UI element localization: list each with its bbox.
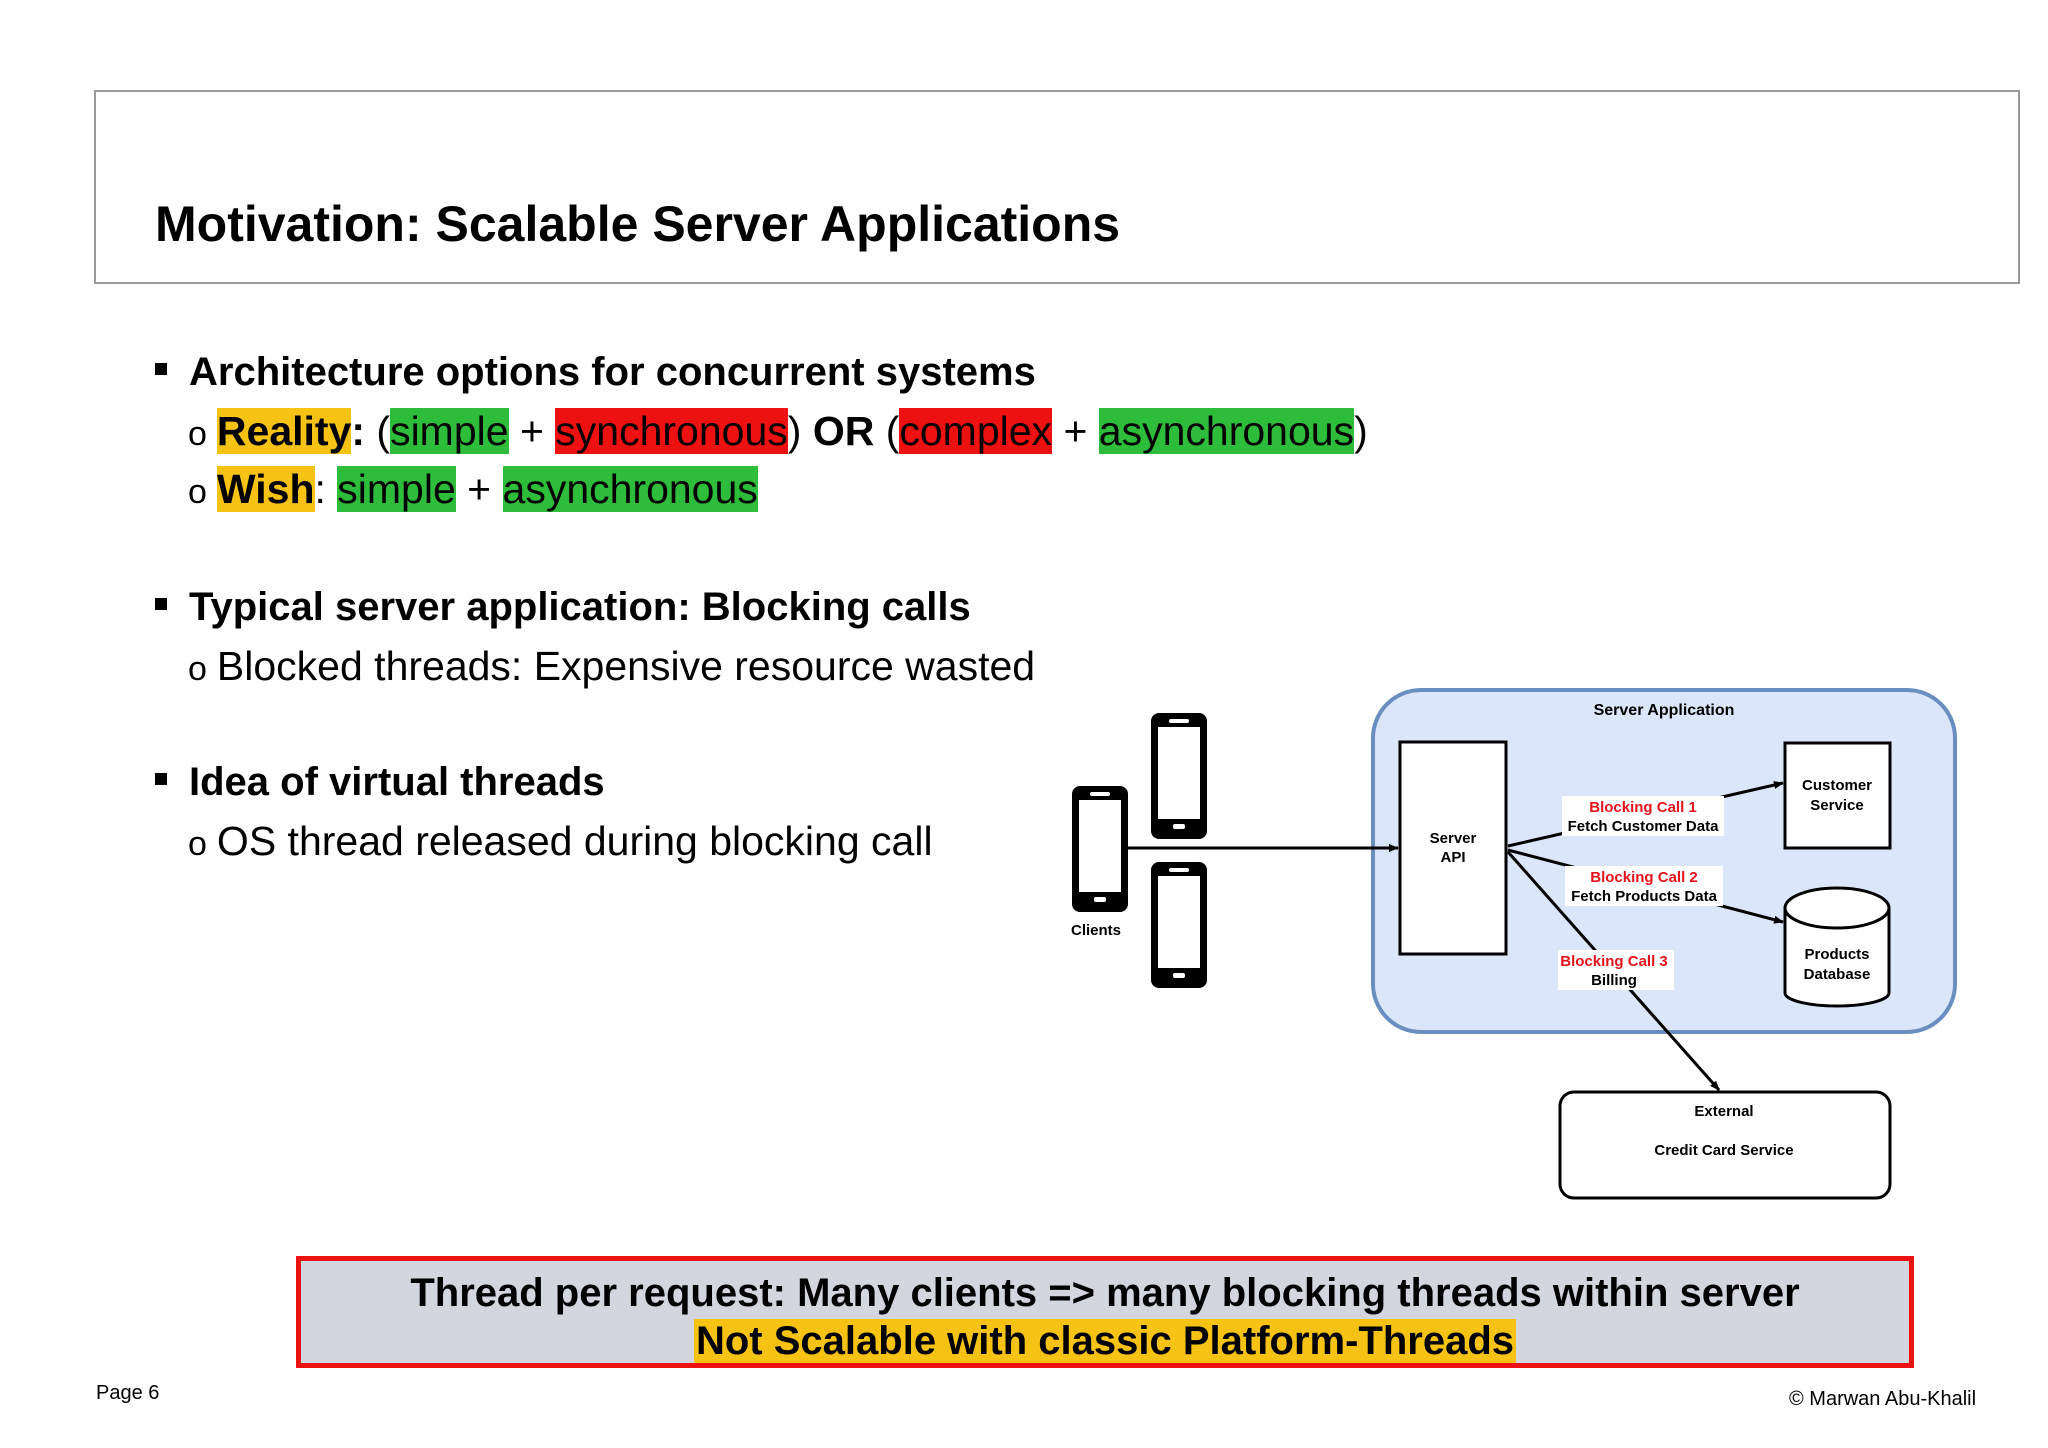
- bullet-virtual-threads: Idea of virtual threads: [155, 760, 605, 805]
- external-label: External: [1694, 1103, 1753, 1120]
- call2-desc: Fetch Products Data: [1571, 888, 1718, 905]
- products-database-line1: Products: [1804, 946, 1869, 963]
- circle-bullet-icon: o: [188, 473, 207, 511]
- paren-close: ): [787, 408, 802, 454]
- reality-label: Reality: [216, 408, 352, 454]
- call3-label: Blocking Call 3: [1560, 953, 1668, 970]
- asynchronous-term: asynchronous: [1098, 408, 1355, 454]
- circle-bullet-icon: o: [188, 415, 207, 453]
- bullet-blocking-calls: Typical server application: Blocking cal…: [155, 585, 971, 630]
- paren-open: (: [365, 408, 391, 454]
- circle-bullet-icon: o: [188, 650, 207, 688]
- call2-label: Blocking Call 2: [1590, 869, 1698, 886]
- customer-service-line1: Customer: [1802, 777, 1872, 794]
- paren-open: (: [885, 408, 900, 454]
- phone-icon: [1151, 862, 1207, 988]
- summary-line1: Thread per request: Many clients => many…: [410, 1271, 1800, 1315]
- call2-label-bg: [1565, 866, 1723, 906]
- wish-colon: :: [314, 466, 338, 512]
- reality-colon: :: [351, 408, 366, 454]
- bullet-architecture: Architecture options for concurrent syst…: [155, 350, 1036, 395]
- call3-label-bg: [1558, 950, 1674, 990]
- call1-label: Blocking Call 1: [1589, 799, 1697, 816]
- clients-label: Clients: [1071, 922, 1121, 939]
- plus-sign: +: [508, 408, 556, 454]
- customer-service-box: [1783, 741, 1892, 850]
- square-bullet-icon: [155, 598, 167, 611]
- external-service-box: [1558, 1090, 1892, 1200]
- server-api-box: [1398, 740, 1508, 956]
- phone-icon: [1072, 786, 1128, 912]
- phone-icon: [1151, 713, 1207, 839]
- circle-bullet-icon: o: [188, 825, 207, 863]
- sub-text: OS thread released during blocking call: [216, 818, 933, 864]
- page-number: Page 6: [96, 1382, 160, 1404]
- copyright: © Marwan Abu-Khalil: [1789, 1388, 1977, 1410]
- page-title: Motivation: Scalable Server Applications: [155, 196, 1121, 252]
- call3-desc: Billing: [1591, 972, 1637, 989]
- simple-term: simple: [337, 466, 456, 512]
- sub-text: Blocked threads: Expensive resource wast…: [216, 643, 1036, 689]
- or-keyword: OR: [801, 408, 886, 454]
- bullet-heading: Idea of virtual threads: [189, 760, 605, 804]
- products-database-icon: [1783, 886, 1891, 1008]
- server-api-label-line1: Server: [1430, 830, 1477, 847]
- plus-sign: +: [1052, 408, 1099, 454]
- plus-sign: +: [455, 466, 503, 512]
- bullet-heading: Typical server application: Blocking cal…: [189, 585, 971, 629]
- credit-card-service-label: Credit Card Service: [1654, 1142, 1793, 1159]
- call1-label-bg: [1562, 796, 1724, 836]
- summary-box: Thread per request: Many clients => many…: [296, 1256, 1914, 1368]
- square-bullet-icon: [155, 773, 167, 786]
- server-api-label-line2: API: [1440, 849, 1465, 866]
- call1-desc: Fetch Customer Data: [1568, 818, 1720, 835]
- complex-term: complex: [899, 408, 1053, 454]
- paren-close: ): [1354, 408, 1368, 454]
- products-database-line2: Database: [1804, 966, 1871, 983]
- wish-label: Wish: [216, 466, 315, 512]
- customer-service-line2: Service: [1810, 797, 1863, 814]
- synchronous-term: synchronous: [555, 408, 788, 454]
- asynchronous-term: asynchronous: [502, 466, 758, 512]
- simple-term: simple: [390, 408, 509, 454]
- bullet-heading: Architecture options for concurrent syst…: [189, 350, 1036, 394]
- server-application-label: Server Application: [1594, 702, 1735, 719]
- title-frame: [94, 90, 2020, 284]
- summary-line2: Not Scalable with classic Platform-Threa…: [693, 1319, 1517, 1363]
- square-bullet-icon: [155, 363, 167, 376]
